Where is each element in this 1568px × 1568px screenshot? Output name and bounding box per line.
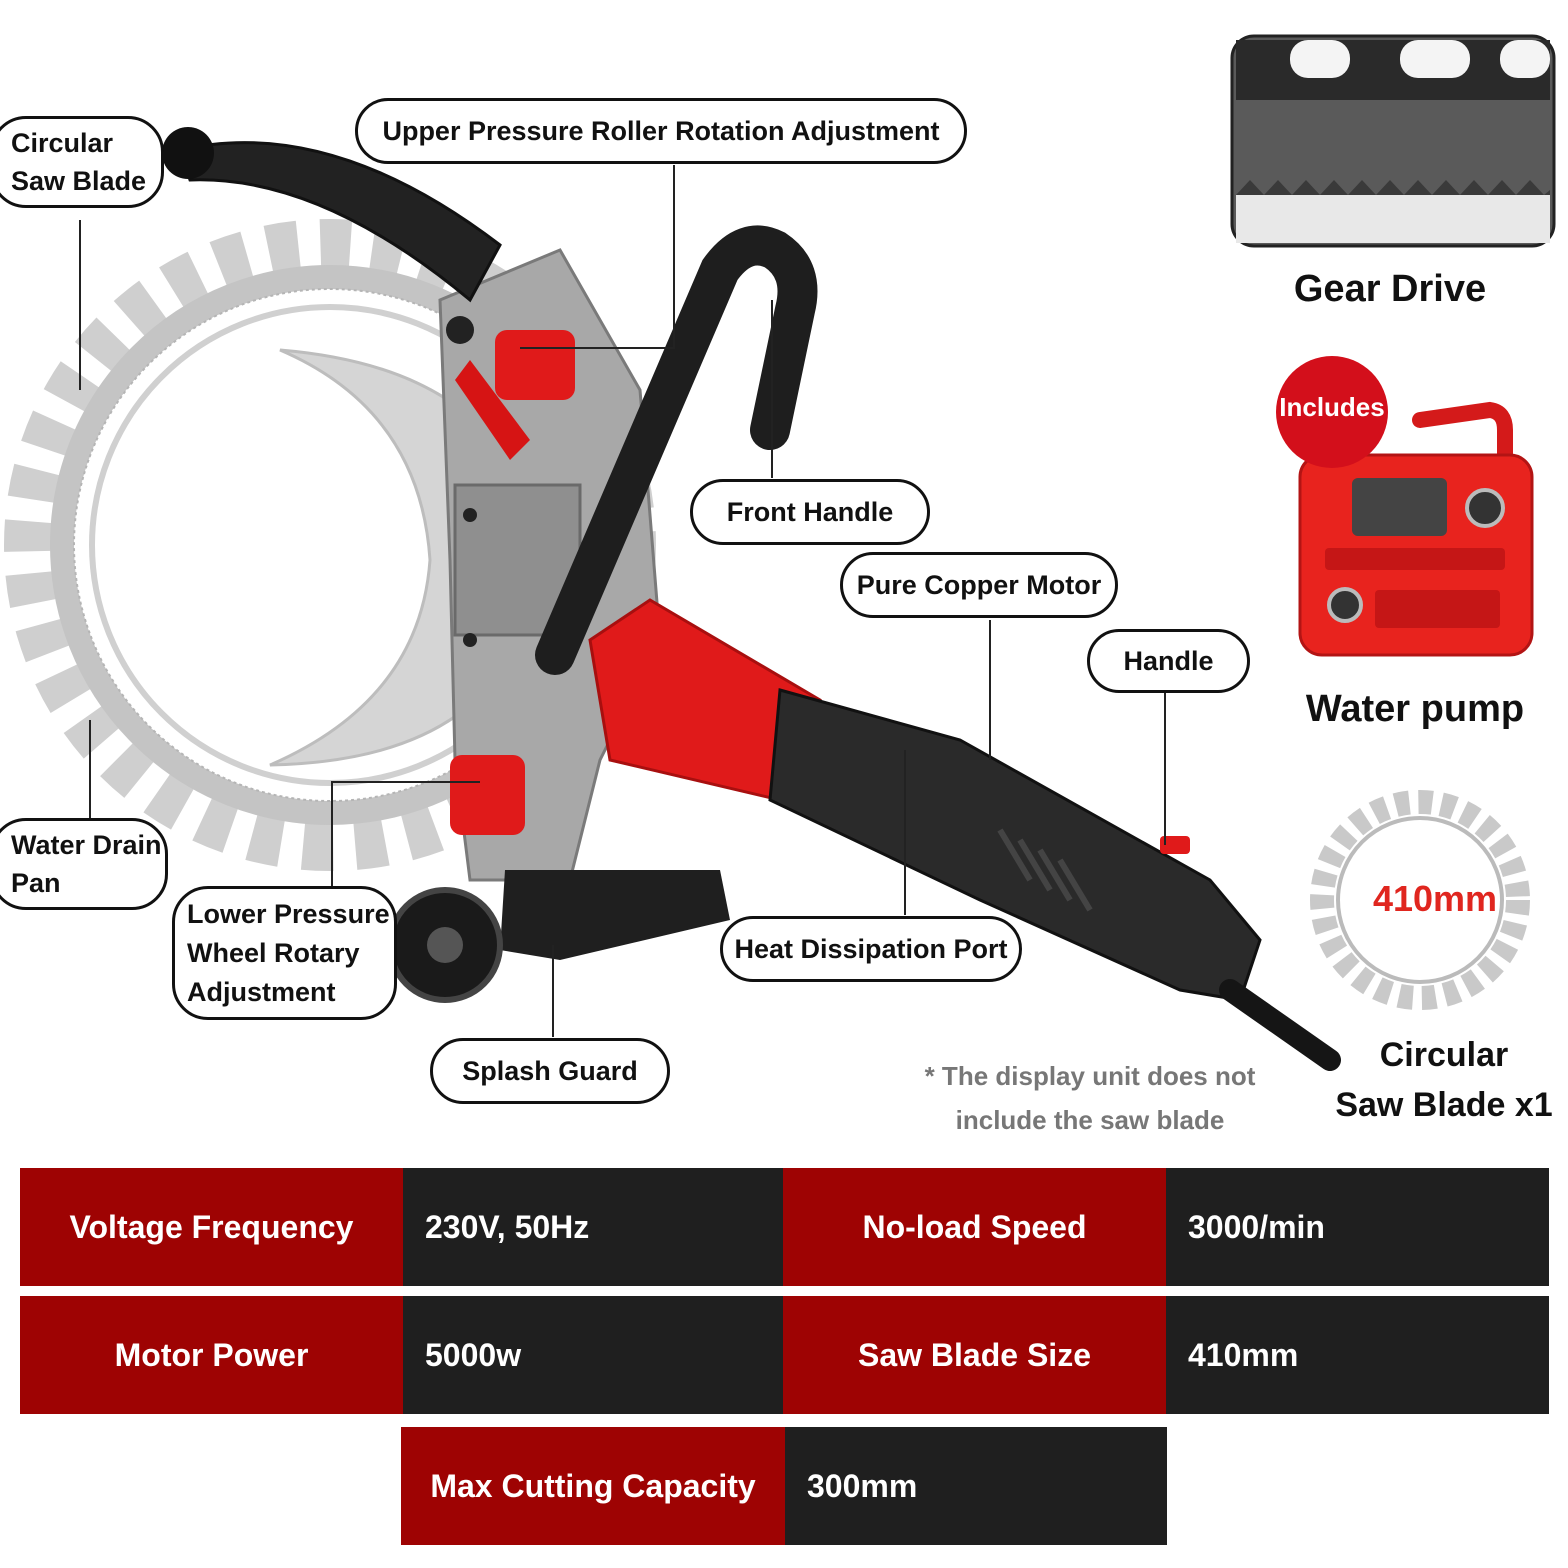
- water-pump-caption: Water pump: [1305, 688, 1525, 730]
- display-unit-note: * The display unit does not include the …: [924, 1061, 1256, 1135]
- gear-drive-caption: Gear Drive: [1293, 268, 1487, 310]
- gear-drive-inset: [1230, 34, 1556, 248]
- spec-speed-label: No-load Speed: [783, 1168, 1166, 1286]
- callout-water-drain-pan: Water Drain Pan: [0, 818, 168, 910]
- callout-lower-pressure-wheel: Lower Pressure Wheel Rotary Adjustment: [172, 886, 397, 1020]
- spec-speed-value: 3000/min: [1166, 1168, 1549, 1286]
- saw-head: [438, 248, 662, 882]
- base-wheel: [387, 870, 730, 1003]
- blade-size-text: 410mm: [1372, 878, 1498, 919]
- small-saw-blade: [1310, 790, 1530, 1010]
- spec-blade-value: 410mm: [1166, 1296, 1549, 1414]
- top-arc-handle: [178, 141, 502, 303]
- spec-power-label: Motor Power: [20, 1296, 403, 1414]
- motor-body: [588, 598, 1341, 1071]
- water-pump-image: [1298, 401, 1534, 657]
- callout-pure-copper-motor: Pure Copper Motor: [840, 552, 1118, 618]
- callout-handle: Handle: [1087, 629, 1250, 693]
- spec-voltage-value: 230V, 50Hz: [403, 1168, 783, 1286]
- callout-splash-guard: Splash Guard: [430, 1038, 670, 1104]
- includes-badge-text: Includes: [1279, 392, 1385, 422]
- spec-power-value: 5000w: [403, 1296, 783, 1414]
- callout-upper-pressure-roller: Upper Pressure Roller Rotation Adjustmen…: [355, 98, 967, 164]
- front-handle-loop: [535, 225, 818, 675]
- spec-capacity-label: Max Cutting Capacity: [401, 1427, 785, 1545]
- callout-front-handle: Front Handle: [690, 479, 930, 545]
- callout-heat-dissipation-port: Heat Dissipation Port: [720, 916, 1022, 982]
- spec-capacity-value: 300mm: [785, 1427, 1167, 1545]
- spec-blade-label: Saw Blade Size: [783, 1296, 1166, 1414]
- includes-badge-circle: [1276, 356, 1388, 468]
- callout-circular-saw-blade: Circular Saw Blade: [0, 116, 164, 208]
- spec-voltage-label: Voltage Frequency: [20, 1168, 403, 1286]
- circular-saw-blade-caption: Circular Saw Blade x1: [1335, 1036, 1553, 1124]
- leader-lines: [79, 165, 1166, 1037]
